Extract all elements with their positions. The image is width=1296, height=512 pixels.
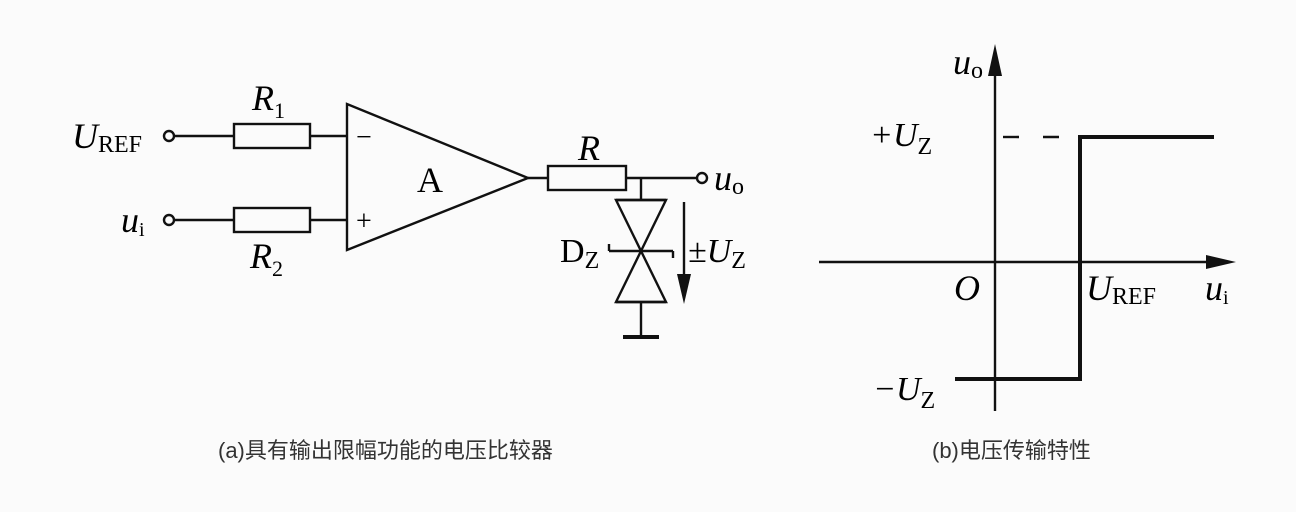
uref-terminal	[162, 129, 176, 143]
y-axis-arrow	[988, 44, 1002, 76]
r-label: R	[577, 128, 600, 168]
pos-level-label: +UZ	[870, 117, 932, 160]
x-axis-arrow	[1206, 255, 1236, 269]
opamp-triangle	[345, 102, 532, 252]
resistor-r	[546, 164, 628, 192]
origin-label: O	[954, 268, 980, 308]
resistor-r2	[232, 206, 312, 234]
opamp-minus-label: −	[356, 122, 372, 153]
zener-upper-triangle	[614, 198, 668, 254]
zener-lower-triangle	[614, 248, 668, 304]
neg-level-label: −UZ	[873, 371, 935, 414]
ui-label: ui	[121, 200, 145, 241]
r1-label: R1	[251, 78, 285, 123]
uz-label: ±UZ	[688, 233, 746, 274]
ui-terminal	[162, 213, 176, 227]
transfer-curve	[955, 135, 1214, 381]
opamp-label: A	[417, 160, 443, 200]
uo-terminal	[695, 171, 709, 185]
y-axis-label: uo	[953, 42, 983, 84]
caption-a: (a)具有输出限幅功能的电压比较器	[218, 438, 553, 463]
uref-axis-label: UREF	[1086, 268, 1156, 310]
uref-label: UREF	[72, 116, 142, 158]
transfer-characteristic: uo ui O +UZ −UZ UREF (b)电压传输特性	[819, 42, 1236, 463]
opamp-plus-label: +	[356, 206, 372, 237]
x-axis-label: ui	[1205, 268, 1229, 309]
dz-label: DZ	[560, 233, 599, 274]
caption-b: (b)电压传输特性	[932, 438, 1091, 463]
resistor-r1	[232, 122, 312, 150]
uo-label: uo	[714, 158, 744, 200]
circuit-diagram: UREF ui R1 R2 − + A R uo DZ ±UZ (a)具有输出限…	[72, 78, 746, 463]
uz-arrow-head	[677, 274, 691, 304]
r2-label: R2	[249, 236, 283, 281]
